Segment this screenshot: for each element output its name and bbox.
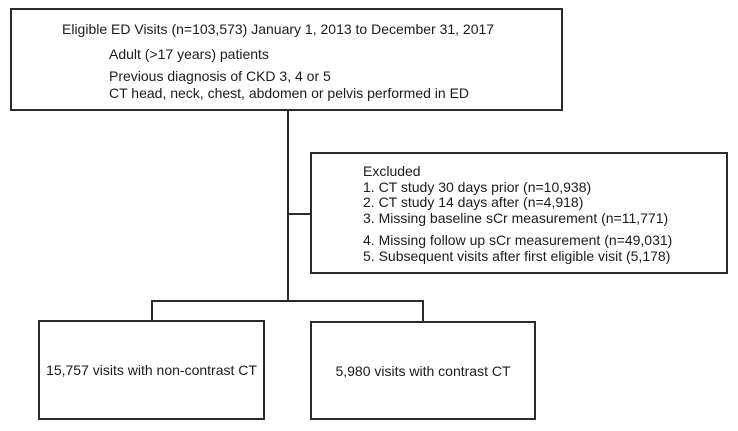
eligibility-criterion-age: Adult (>17 years) patients <box>109 46 269 62</box>
eligibility-criterion-ckd: Previous diagnosis of CKD 3, 4 or 5 <box>109 68 331 84</box>
contrast-box: 5,980 visits with contrast CT <box>310 321 536 420</box>
non-contrast-label: 15,757 visits with non-contrast CT <box>46 362 257 378</box>
connector-right-drop <box>422 300 424 322</box>
excluded-item-5: 5. Subsequent visits after first eligibl… <box>363 247 671 264</box>
contrast-label: 5,980 visits with contrast CT <box>335 362 511 379</box>
excluded-box: Excluded 1. CT study 30 days prior (n=10… <box>310 152 728 274</box>
connector-left-drop <box>151 300 153 321</box>
excluded-item-4: 4. Missing follow up sCr measurement (n=… <box>363 232 673 248</box>
connector-stem <box>287 110 289 302</box>
excluded-item-2: 2. CT study 14 days after (n=4,918) <box>363 194 584 210</box>
excluded-title: Excluded <box>363 163 421 179</box>
eligibility-title: Eligible ED Visits (n=103,573) January 1… <box>62 21 495 37</box>
excluded-item-3: 3. Missing baseline sCr measurement (n=1… <box>363 209 669 226</box>
excluded-item-1: 1. CT study 30 days prior (n=10,938) <box>363 178 592 195</box>
eligibility-box: Eligible ED Visits (n=103,573) January 1… <box>10 8 563 111</box>
non-contrast-box: 15,757 visits with non-contrast CT <box>38 320 265 420</box>
eligibility-criterion-ct: CT head, neck, chest, abdomen or pelvis … <box>109 85 470 101</box>
connector-branch <box>151 300 424 302</box>
connector-excluded-spur <box>288 213 310 215</box>
